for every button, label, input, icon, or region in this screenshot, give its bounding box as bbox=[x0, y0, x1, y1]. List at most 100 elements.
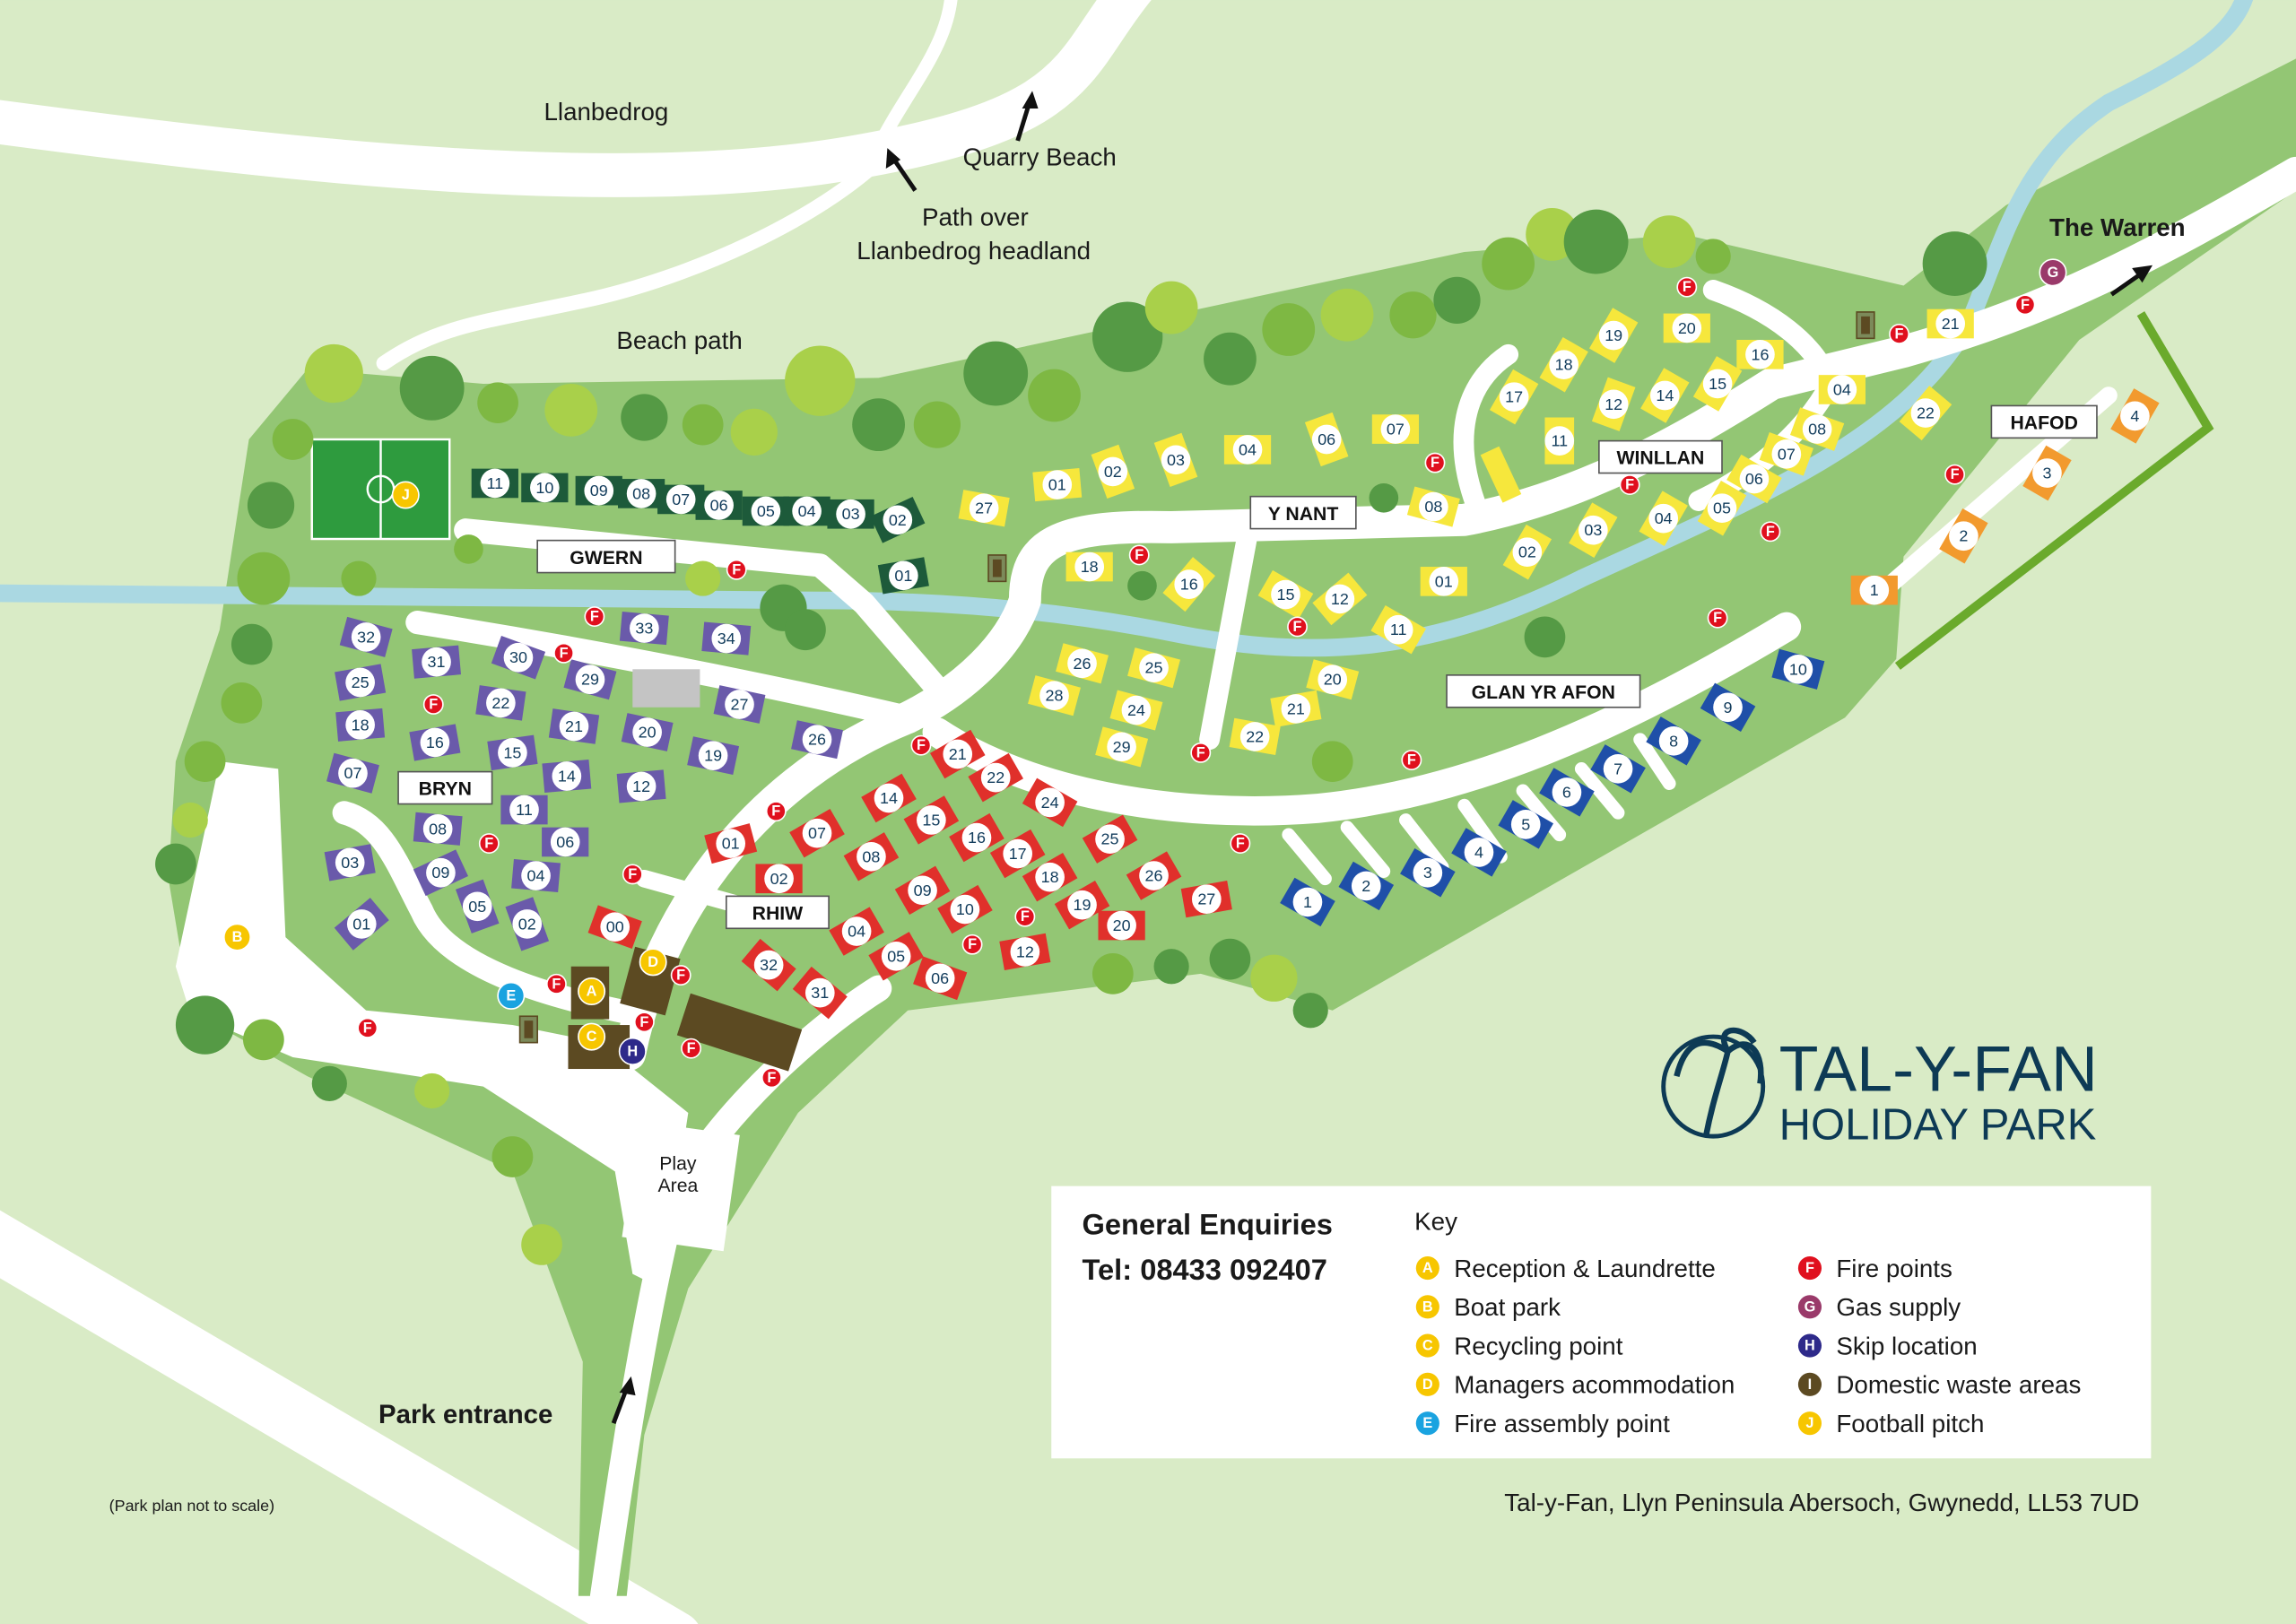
tree-icon bbox=[1144, 281, 1198, 334]
tree-icon bbox=[1695, 239, 1731, 274]
area-label-hafod: HAFOD bbox=[1990, 404, 2098, 439]
pitch-rhiw-26: 26 bbox=[1126, 851, 1182, 900]
recycling-point-marker-icon: C bbox=[578, 1022, 606, 1051]
pitch-bryn-34: 34 bbox=[701, 621, 752, 656]
pitch-y-nant-18: 18 bbox=[1065, 551, 1113, 582]
hard-standing bbox=[632, 669, 700, 708]
svg-text:25: 25 bbox=[1101, 830, 1119, 848]
fire-points-marker-icon: F bbox=[545, 973, 567, 994]
pitch-winllan-16: 16 bbox=[1736, 339, 1784, 369]
svg-text:F: F bbox=[1713, 610, 1722, 626]
svg-text:19: 19 bbox=[1605, 326, 1622, 344]
tree-icon bbox=[477, 382, 518, 424]
svg-text:6: 6 bbox=[1562, 783, 1571, 801]
pitch-hafod-1: 1 bbox=[1850, 575, 1898, 605]
svg-text:01: 01 bbox=[894, 567, 912, 585]
svg-text:RHIW: RHIW bbox=[752, 903, 804, 924]
label-quarry-beach: Quarry Beach bbox=[963, 143, 1117, 171]
pitch-gwern-08: 08 bbox=[617, 479, 665, 508]
pitch-hafod-4: 4 bbox=[2110, 388, 2160, 444]
key-f-icon bbox=[1797, 1256, 1822, 1281]
svg-text:16: 16 bbox=[968, 829, 986, 847]
svg-text:10: 10 bbox=[535, 479, 553, 497]
pitch-winllan-18: 18 bbox=[1539, 336, 1588, 393]
svg-text:08: 08 bbox=[632, 484, 650, 502]
tree-icon bbox=[1369, 482, 1399, 513]
svg-text:F: F bbox=[1021, 908, 1030, 925]
fire-points-marker-icon: F bbox=[1287, 616, 1308, 638]
svg-text:F: F bbox=[732, 561, 741, 578]
svg-text:GWERN: GWERN bbox=[570, 548, 642, 569]
svg-text:18: 18 bbox=[1041, 868, 1059, 886]
boat-park-marker-icon: B bbox=[222, 923, 251, 951]
pitch-y-nant-25: 25 bbox=[1127, 647, 1180, 689]
svg-text:05: 05 bbox=[468, 898, 486, 916]
tree-icon bbox=[1311, 741, 1353, 783]
pitch-rhiw-10: 10 bbox=[937, 884, 993, 934]
pitch-bryn-26: 26 bbox=[791, 720, 843, 760]
pitch-y-nant-01: 01 bbox=[1032, 468, 1083, 502]
logo: TAL-Y-FAN HOLIDAY PARK bbox=[1661, 1027, 2098, 1149]
tree-icon bbox=[221, 682, 263, 724]
pitch-gwern-06: 06 bbox=[695, 491, 743, 520]
tree-icon bbox=[175, 995, 235, 1055]
pitch-winllan-04: 04 bbox=[1639, 491, 1688, 546]
svg-text:F: F bbox=[1683, 279, 1692, 295]
tree-icon bbox=[1389, 291, 1437, 339]
pitch-rhiw-05: 05 bbox=[868, 932, 924, 981]
svg-text:08: 08 bbox=[862, 847, 880, 865]
key-d-icon bbox=[1415, 1372, 1439, 1396]
pitch-y-nant-15: 15 bbox=[1257, 569, 1314, 620]
svg-text:27: 27 bbox=[975, 499, 993, 517]
tree-icon bbox=[172, 802, 208, 838]
svg-text:F: F bbox=[1625, 477, 1634, 493]
pitch-y-nant-02: 02 bbox=[1091, 444, 1135, 499]
pitch-y-nant-29: 29 bbox=[1095, 726, 1149, 768]
pitch-y-nant-07: 07 bbox=[1371, 414, 1420, 444]
svg-text:21: 21 bbox=[949, 745, 967, 763]
svg-text:15: 15 bbox=[503, 743, 521, 761]
svg-text:02: 02 bbox=[889, 511, 907, 529]
pitch-winllan-20: 20 bbox=[1663, 313, 1710, 343]
tree-icon bbox=[521, 1224, 562, 1265]
svg-text:16: 16 bbox=[426, 734, 444, 751]
key-j-icon bbox=[1797, 1411, 1822, 1436]
svg-text:04: 04 bbox=[848, 923, 865, 941]
pitch-rhiw-12: 12 bbox=[999, 933, 1051, 971]
pitch-bryn-25: 25 bbox=[335, 664, 387, 701]
svg-text:11: 11 bbox=[487, 474, 504, 492]
pitch-bryn-02: 02 bbox=[505, 897, 550, 951]
svg-text:GLAN YR AFON: GLAN YR AFON bbox=[1472, 682, 1615, 703]
pitch-y-nant-11: 11 bbox=[1370, 605, 1426, 655]
svg-text:F: F bbox=[1766, 524, 1775, 540]
tree-icon bbox=[1292, 993, 1328, 1029]
pitch-rhiw-27: 27 bbox=[1180, 881, 1232, 918]
pitch-bryn-27: 27 bbox=[713, 685, 766, 724]
svg-text:20: 20 bbox=[639, 724, 657, 742]
pitch-bryn-04: 04 bbox=[511, 858, 561, 893]
svg-text:18: 18 bbox=[352, 716, 370, 734]
fire-points-marker-icon: F bbox=[1014, 906, 1036, 927]
svg-text:20: 20 bbox=[1113, 916, 1131, 934]
fire-points-marker-icon: F bbox=[422, 694, 444, 715]
pitch-rhiw-31: 31 bbox=[792, 966, 848, 1020]
pitch-bryn-01: 01 bbox=[334, 898, 389, 951]
fire-points-marker-icon: F bbox=[478, 833, 500, 855]
pitch-bryn-08: 08 bbox=[413, 812, 463, 846]
pitch-bryn-16: 16 bbox=[409, 724, 461, 761]
svg-text:11: 11 bbox=[516, 801, 533, 819]
svg-text:F: F bbox=[639, 1014, 648, 1030]
svg-text:F: F bbox=[1805, 1260, 1814, 1276]
svg-text:26: 26 bbox=[1145, 867, 1163, 885]
fire-points-marker-icon: F bbox=[1424, 452, 1446, 473]
tree-icon bbox=[852, 398, 905, 452]
pitch-hafod-3: 3 bbox=[2022, 445, 2072, 501]
fire-points-marker-icon: F bbox=[1760, 521, 1781, 543]
pitch-winllan-11: 11 bbox=[1544, 417, 1575, 465]
svg-text:HAFOD: HAFOD bbox=[2010, 413, 2077, 434]
svg-text:26: 26 bbox=[1074, 655, 1091, 673]
pitch-rhiw-09: 09 bbox=[894, 865, 951, 916]
pitch-bryn-06: 06 bbox=[542, 827, 589, 857]
